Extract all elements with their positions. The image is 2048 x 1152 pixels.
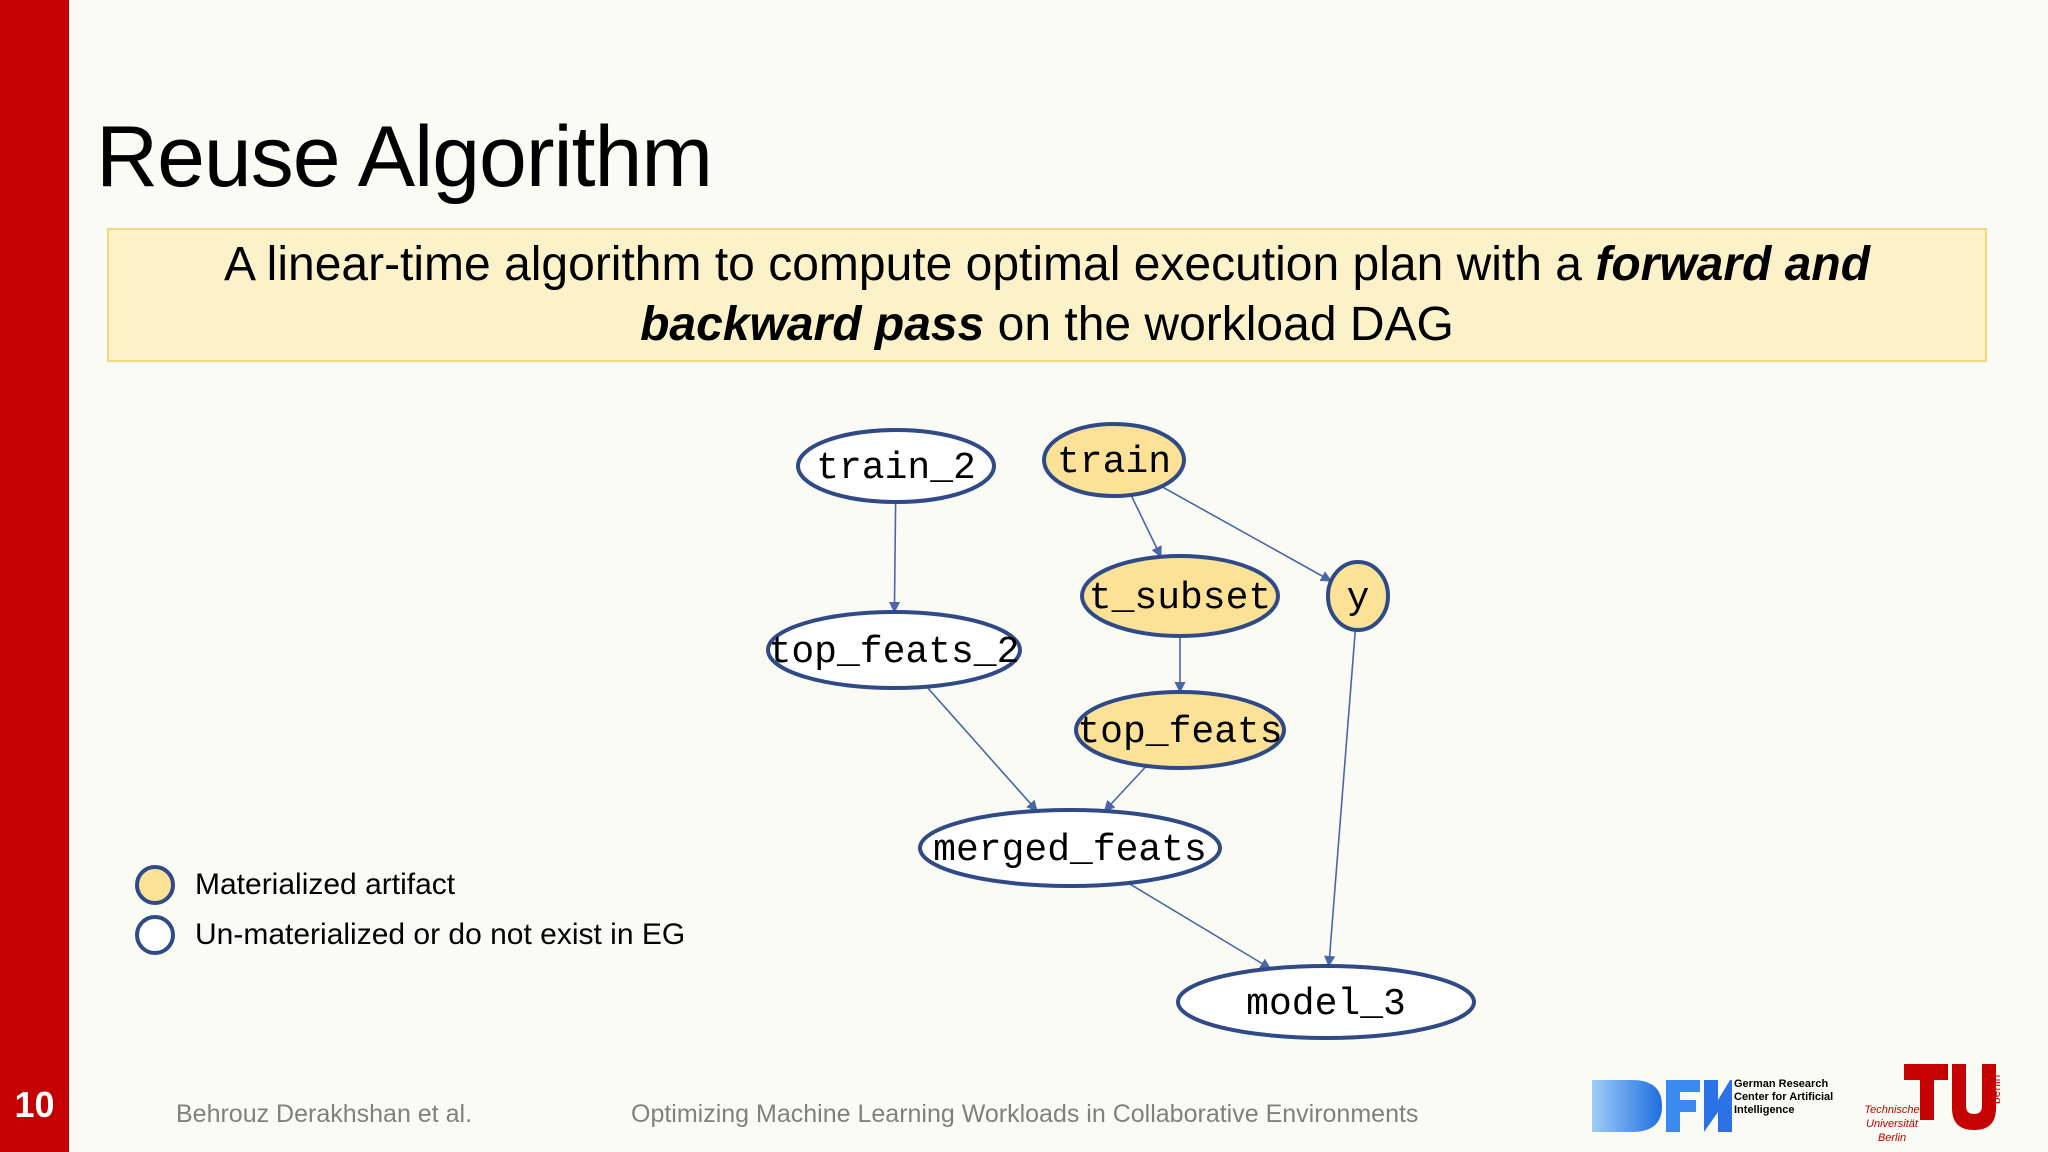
footer-title: Optimizing Machine Learning Workloads in… [631, 1100, 1419, 1128]
node-y: y [1326, 560, 1390, 632]
node-ellipse [796, 428, 996, 504]
highlight-text-before: A linear-time algorithm to compute optim… [223, 238, 1596, 291]
unmaterialized-swatch-icon [135, 915, 175, 955]
legend-item-materialized: Materialized artifact [135, 860, 685, 910]
edge-train-to-t_subset [1130, 494, 1162, 558]
node-ellipse [1080, 554, 1280, 638]
edge-train_2-to-top_feats_2 [888, 501, 901, 614]
node-train-2: train_2 [796, 428, 996, 504]
node-label: top_feats_2 [769, 631, 1020, 674]
node-label: t_subset [1089, 577, 1271, 620]
legend-label: Un-materialized or do not exist in EG [195, 918, 686, 951]
highlight-box: A linear-time algorithm to compute optim… [107, 228, 1987, 362]
highlight-text-after: on the workload DAG [984, 298, 1454, 351]
node-top-feats: top_feats [1074, 690, 1286, 770]
dfki-text: German Research Center for Artificial In… [1734, 1078, 1834, 1116]
node-ellipse [1326, 560, 1390, 632]
edge-top_feats-to-merged_feats [1103, 765, 1148, 812]
node-label: top_feats [1077, 711, 1282, 754]
edge-train-to-y [1161, 485, 1333, 582]
node-label: merged_feats [933, 829, 1207, 872]
edge-y-to-model_3 [1324, 629, 1357, 968]
legend: Materialized artifact Un-materialized or… [135, 860, 685, 960]
node-label: y [1347, 577, 1370, 620]
node-ellipse [1074, 690, 1286, 770]
node-top-feats-2: top_feats_2 [766, 610, 1022, 690]
node-label: train_2 [816, 447, 976, 490]
tu-berlin-logo-icon: berlin [1904, 1064, 2003, 1130]
dfki-logo-icon [1592, 1080, 1732, 1132]
edge-merged_feats-to-model_3 [1127, 882, 1272, 970]
slide-title: Reuse Algorithm [96, 109, 713, 205]
node-ellipse [1042, 422, 1186, 498]
node-ellipse [1176, 964, 1476, 1040]
tu-side-label: berlin [1989, 1075, 2003, 1104]
node-t-subset: t_subset [1080, 554, 1280, 638]
left-accent-bar [0, 0, 69, 1152]
node-model-3: model_3 [1176, 964, 1476, 1040]
node-label: model_3 [1246, 983, 1406, 1026]
materialized-swatch-icon [135, 865, 175, 905]
slide-number: 10 [14, 1084, 55, 1125]
node-ellipse [918, 808, 1222, 888]
edge-top_feats_2-to-merged_feats [926, 686, 1038, 812]
highlight-text: A linear-time algorithm to compute optim… [149, 235, 1945, 355]
dag-nodes: train_2 train t_subset y top_feats_2 top_feat… [766, 422, 1476, 1040]
tu-text: Technische Universität Berlin [1864, 1104, 1920, 1144]
node-train: train [1042, 422, 1186, 498]
dag-edges [888, 485, 1357, 970]
node-merged-feats: merged_feats [918, 808, 1222, 888]
node-label: train [1057, 441, 1171, 484]
legend-item-unmaterialized: Un-materialized or do not exist in EG [135, 910, 685, 960]
highlight-emphasis: forward and backward pass [640, 238, 1871, 351]
footer-author: Behrouz Derakhshan et al. [176, 1100, 473, 1128]
node-ellipse [766, 610, 1022, 690]
legend-label: Materialized artifact [195, 868, 456, 901]
